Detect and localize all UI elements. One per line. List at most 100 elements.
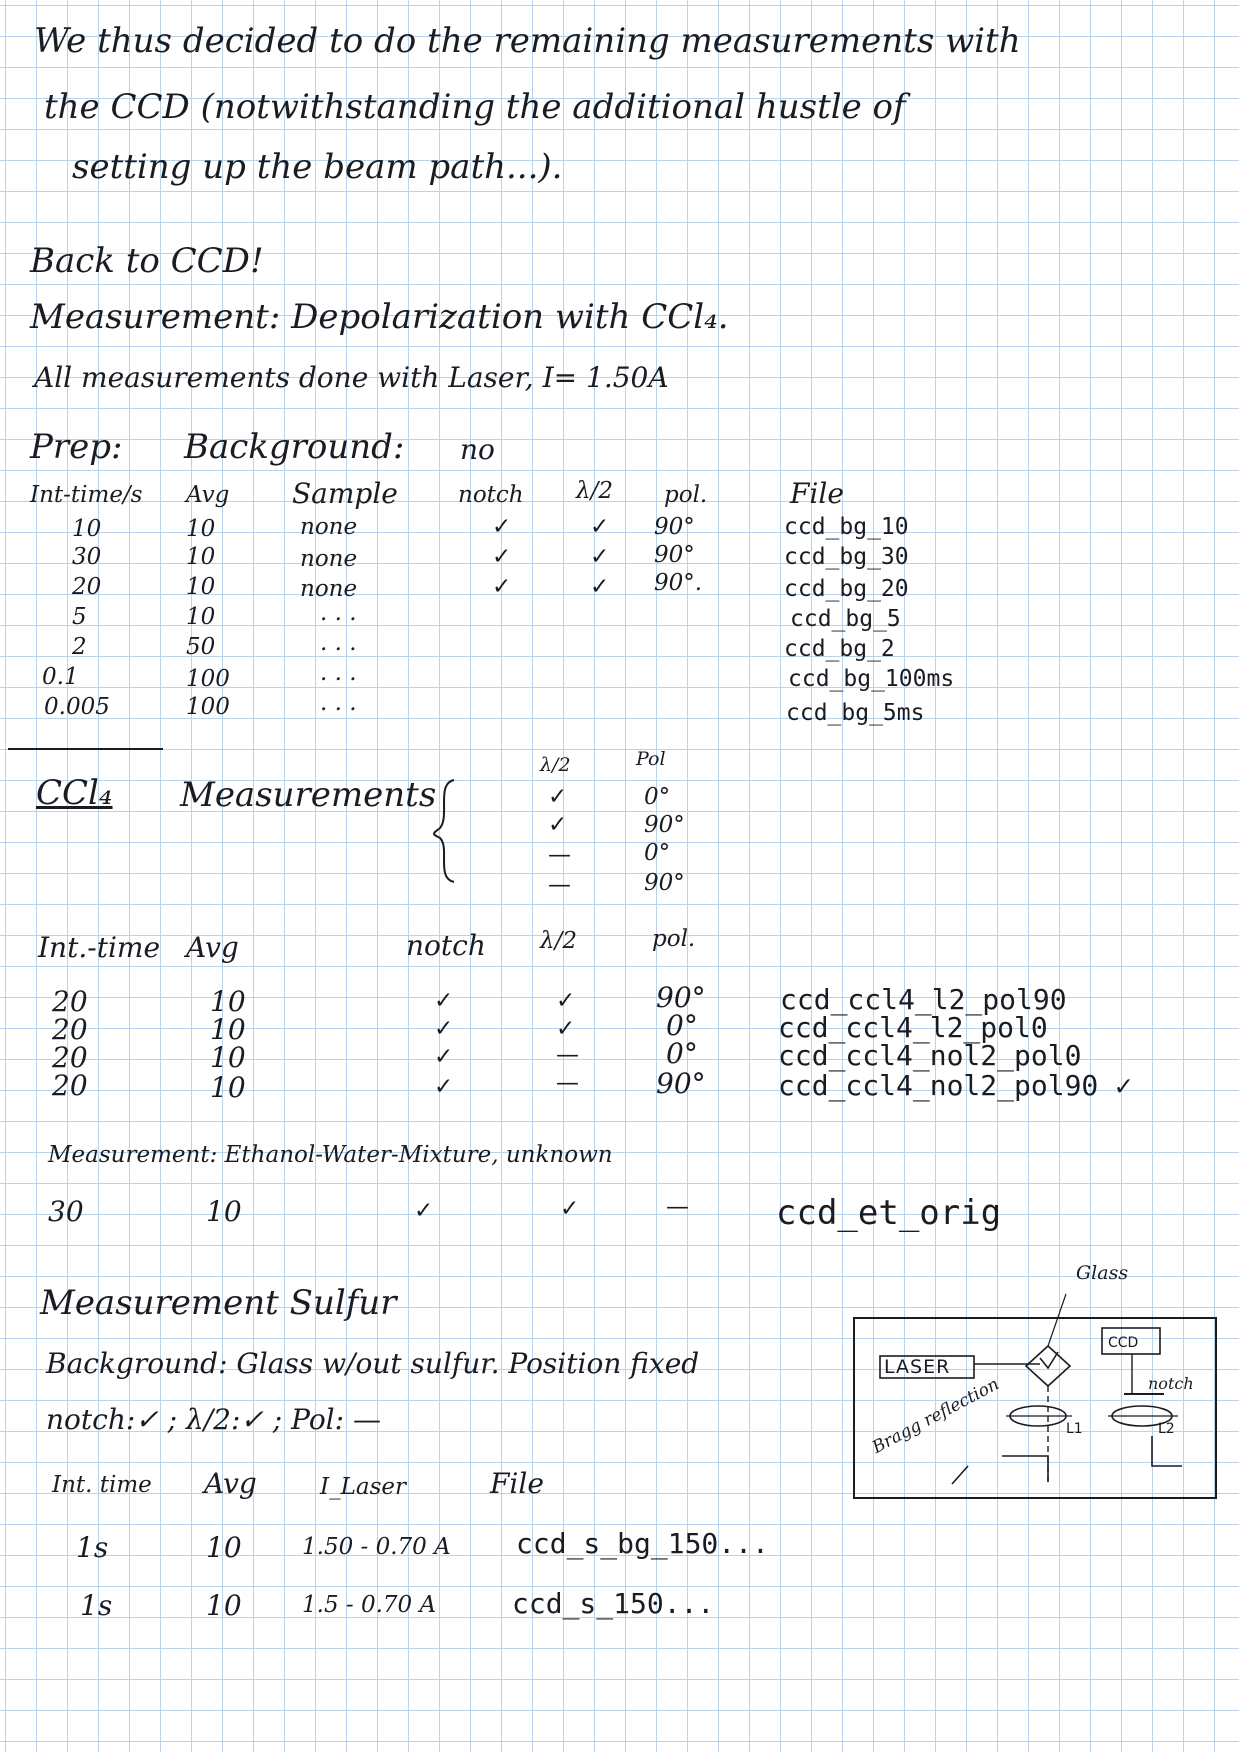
ccd-box: [1101, 1327, 1161, 1355]
prep-header-file: File: [790, 477, 844, 510]
ccl4-cell: ✓: [434, 1044, 454, 1070]
sulfur-header-file: File: [490, 1467, 544, 1500]
ccl4-brace-cell: 0°: [644, 784, 671, 810]
sulfur-file: ccd_s_bg_150...: [516, 1527, 769, 1560]
section-divider: [8, 748, 163, 750]
prep-cell: . . .: [320, 600, 357, 626]
prep-file: ccd_bg_20: [784, 576, 909, 602]
laser-label: LASER: [884, 1356, 951, 1378]
prep-header-int-time: Int-time/s: [30, 482, 143, 508]
sample-check-mark: [1039, 1351, 1059, 1370]
background-value: no: [460, 433, 495, 466]
ethanol-cell: 30: [48, 1195, 84, 1228]
sulfur-cell: 10: [206, 1531, 242, 1564]
ccl4-brace-cell: 90°: [644, 870, 685, 896]
ccl4-brace-cell: ✓: [548, 812, 568, 838]
prep-cell: 30: [72, 544, 102, 570]
laser-current-note: All measurements done with Laser, I= 1.5…: [34, 361, 669, 394]
background-label: Background:: [184, 427, 405, 467]
ccl4-cell: —: [556, 1042, 579, 1068]
prep-cell: . . .: [320, 690, 357, 716]
ccl4-header-int-time: Int.-time: [38, 931, 161, 964]
ethanol-cell: ✓: [414, 1198, 434, 1224]
ccl4-file: ccd_ccl4_l2_pol0: [778, 1011, 1048, 1044]
prep-cell: 2: [72, 634, 87, 660]
notch-label: notch: [1148, 1374, 1194, 1393]
prep-header-sample: Sample: [292, 477, 398, 510]
ccl4-label: CCl₄: [36, 773, 113, 813]
sulfur-cell: 1.5 - 0.70 A: [302, 1592, 437, 1618]
prep-cell: . . .: [320, 660, 357, 686]
sulfur-cell: 1s: [76, 1531, 109, 1564]
ccl4-cell: ✓: [556, 1016, 576, 1042]
intro-line-3: setting up the beam path...).: [72, 147, 563, 187]
prep-label: Prep:: [30, 427, 123, 467]
prep-cell: 90°: [654, 542, 695, 568]
ccl4-cell: ✓: [434, 988, 454, 1014]
depolarization-title: Measurement: Depolarization with CCl₄.: [30, 297, 729, 337]
lens-l2-label: L2: [1158, 1421, 1175, 1437]
intro-line-2: the CCD (notwithstanding the additional …: [44, 87, 906, 127]
setup-diagram: [853, 1293, 1217, 1499]
ccl4-lambda-header: λ/2: [540, 754, 571, 776]
curly-brace: [433, 779, 455, 883]
prep-cell: . . .: [320, 630, 357, 656]
ccl4-cell: —: [556, 1070, 579, 1096]
sulfur-cell: 10: [206, 1589, 242, 1622]
prep-cell: 10: [72, 516, 102, 542]
ccl4-brace-cell: 0°: [644, 840, 671, 866]
sulfur-settings: notch:✓ ; λ/2:✓ ; Pol: —: [46, 1403, 381, 1436]
ccl4-cell: ✓: [556, 988, 576, 1014]
prep-cell: 50: [186, 634, 216, 660]
ethanol-cell: ✓: [560, 1196, 580, 1222]
prep-file: ccd_bg_10: [784, 514, 909, 540]
beam-path-mirror: [1002, 1436, 1182, 1482]
prep-cell: 5: [72, 604, 87, 630]
prep-cell: none: [300, 546, 358, 572]
prep-file: ccd_bg_5: [790, 606, 901, 632]
prep-cell: 90°: [654, 514, 695, 540]
ccl4-file: ccd_ccl4_nol2_pol90 ✓: [778, 1069, 1133, 1102]
prep-file: ccd_bg_30: [784, 544, 909, 570]
intro-line-1: We thus decided to do the remaining meas…: [34, 21, 1021, 61]
ccl4-pol-header: Pol: [636, 748, 666, 770]
ccl4-cell: 10: [210, 1041, 246, 1074]
ethanol-cell: —: [666, 1194, 689, 1220]
prep-cell: 0.1: [42, 664, 79, 690]
glass-pointer: [1047, 1293, 1067, 1347]
sulfur-header-int-time: Int. time: [52, 1472, 152, 1498]
ccl4-cell: ✓: [434, 1016, 454, 1042]
ethanol-title: Measurement: Ethanol-Water-Mixture, unkn…: [48, 1142, 613, 1168]
ccl4-brace-cell: ✓: [548, 784, 568, 810]
ccl4-header-lambda: λ/2: [540, 928, 577, 954]
prep-cell: ✓: [492, 574, 512, 600]
ethanol-cell: 10: [206, 1195, 242, 1228]
ccl4-brace-cell: —: [548, 842, 571, 868]
sulfur-cell: 1.50 - 0.70 A: [302, 1534, 451, 1560]
glass-label: Glass: [1076, 1262, 1129, 1284]
ccl4-cell: ✓: [434, 1074, 454, 1100]
bragg-arrow: [951, 1465, 969, 1485]
ccl4-cell: 90°: [656, 1067, 706, 1100]
ccl4-cell: 10: [210, 1013, 246, 1046]
ccl4-measurements-label: Measurements: [180, 775, 437, 815]
prep-cell: ✓: [590, 544, 610, 570]
prep-file: ccd_bg_2: [784, 636, 895, 662]
ccl4-cell: 0°: [666, 1037, 698, 1070]
prep-cell: none: [300, 514, 358, 540]
sulfur-header-ilaser: I_Laser: [320, 1474, 406, 1500]
prep-cell: 10: [186, 516, 216, 542]
prep-cell: 100: [186, 694, 230, 720]
prep-cell: ✓: [590, 514, 610, 540]
ccl4-file: ccd_ccl4_l2_pol90: [780, 983, 1067, 1016]
prep-cell: ✓: [492, 544, 512, 570]
ccl4-cell: 10: [210, 985, 246, 1018]
ccl4-cell: 20: [52, 1069, 88, 1102]
ccl4-brace-cell: 90°: [644, 812, 685, 838]
ccl4-header-pol: pol.: [652, 926, 696, 952]
ccl4-cell: 20: [52, 1013, 88, 1046]
ethanol-file: ccd_et_orig: [776, 1193, 1002, 1233]
ccl4-cell: 20: [52, 985, 88, 1018]
prep-header-notch: notch: [458, 482, 524, 508]
prep-cell: 0.005: [44, 694, 110, 720]
